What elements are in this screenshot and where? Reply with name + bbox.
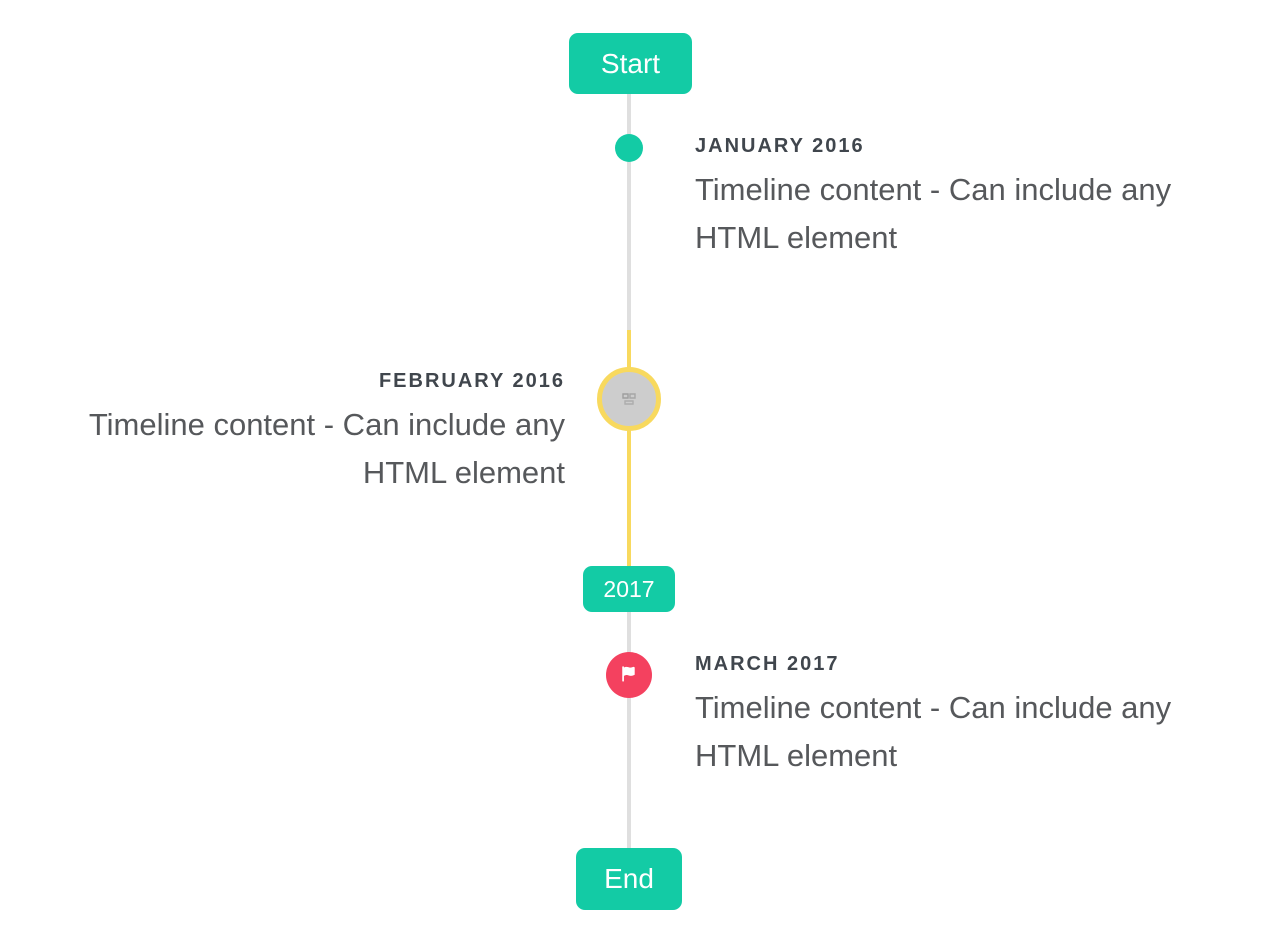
timeline-dot-marker: [615, 134, 643, 162]
timeline-start-badge[interactable]: Start: [569, 33, 692, 94]
timeline-line-bottom-segment: [627, 612, 631, 848]
timeline-entry-february-2016: FEBRUARY 2016 Timeline content - Can inc…: [25, 369, 565, 497]
timeline-year-badge[interactable]: 2017: [583, 566, 675, 612]
entry-title: FEBRUARY 2016: [378, 370, 565, 392]
flag-icon: [617, 663, 641, 687]
entry-content: Timeline content - Can include any HTML …: [88, 407, 565, 490]
entry-title: JANUARY 2016: [695, 135, 865, 157]
timeline-entry-march-2017: MARCH 2017 Timeline content - Can includ…: [695, 652, 1235, 780]
timeline-entry-january-2016: JANUARY 2016 Timeline content - Can incl…: [695, 134, 1235, 262]
timeline-flag-marker: [606, 652, 652, 698]
entry-title: MARCH 2017: [695, 653, 840, 675]
entry-content: Timeline content - Can include any HTML …: [695, 172, 1172, 255]
timeline-end-badge[interactable]: End: [576, 848, 682, 910]
timeline-line-highlight-segment: [627, 330, 631, 566]
broken-image-icon: [622, 393, 636, 405]
timeline-image-marker: [597, 367, 661, 431]
timeline-line-top-segment: [627, 94, 631, 332]
entry-content: Timeline content - Can include any HTML …: [695, 690, 1172, 773]
